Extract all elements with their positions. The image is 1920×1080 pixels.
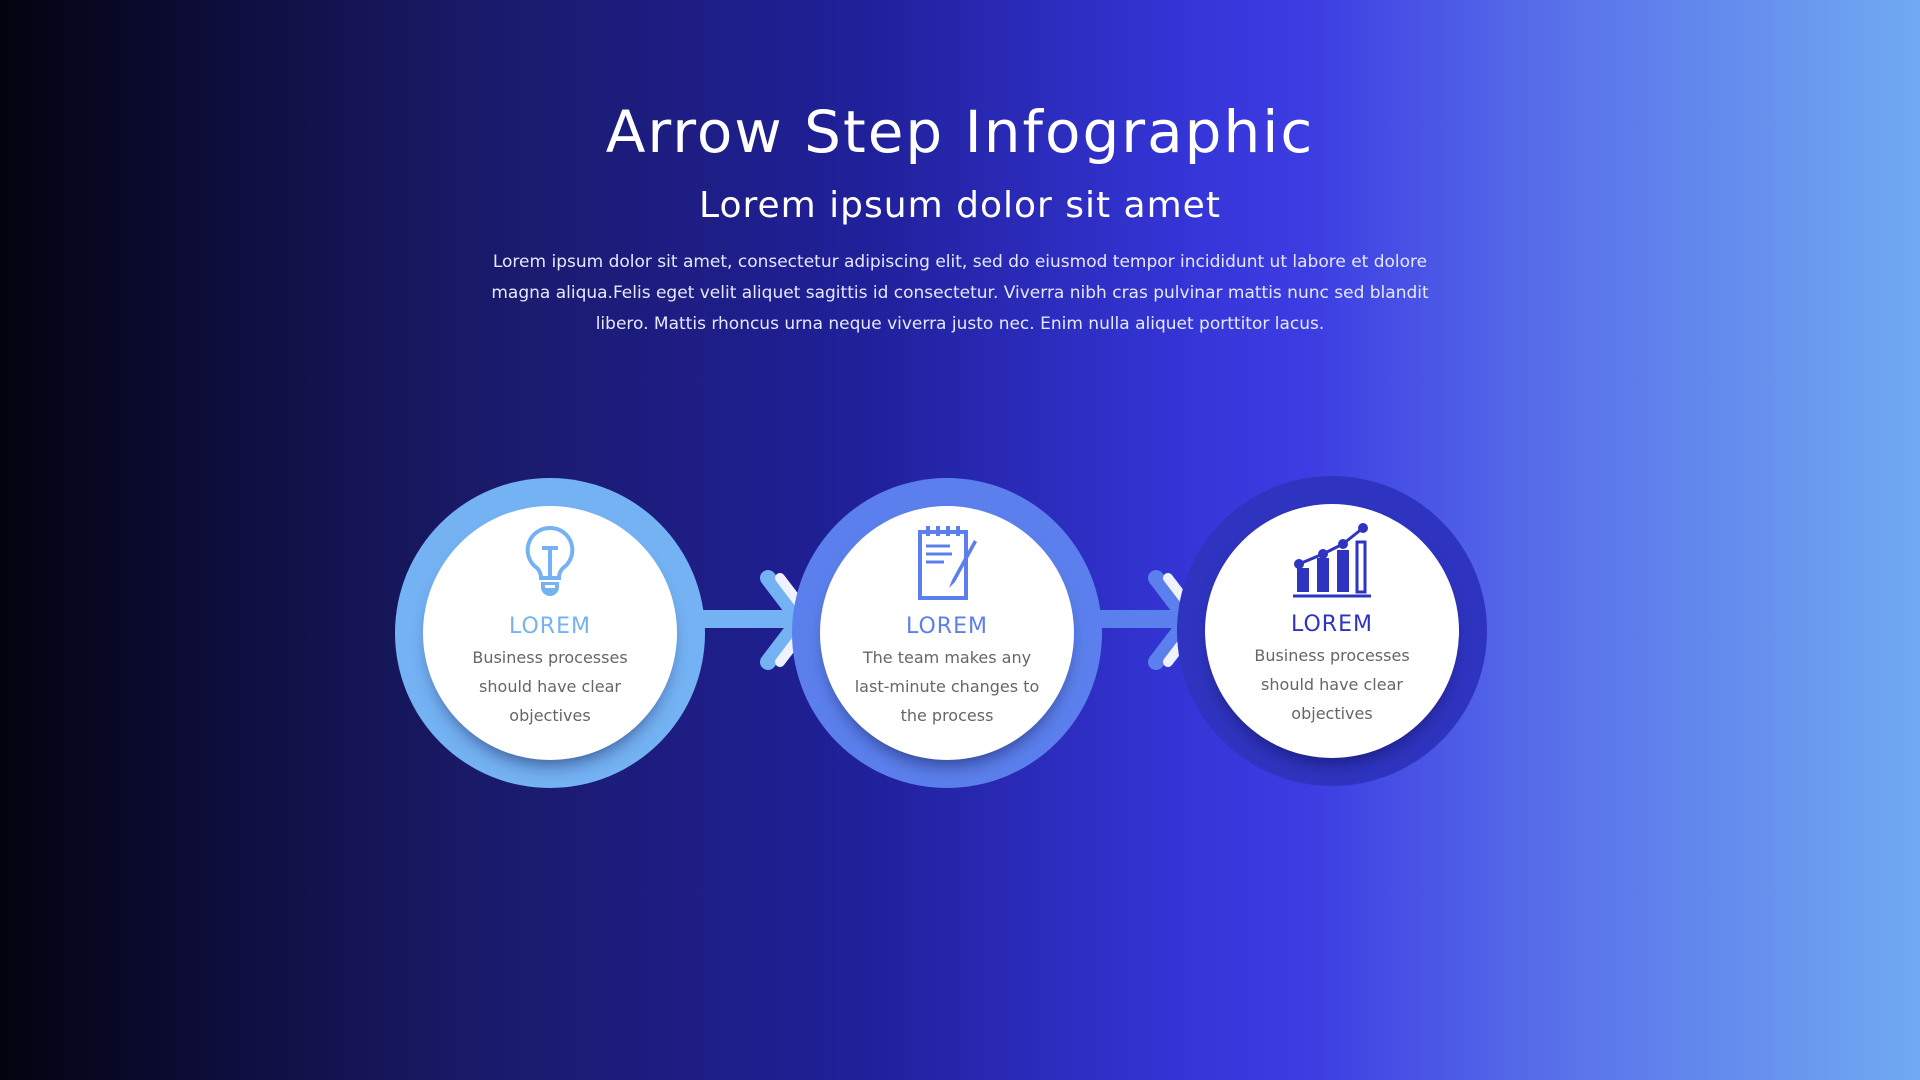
step-description: Business processes should have clear obj… — [472, 648, 628, 725]
lightbulb-icon — [525, 525, 575, 596]
step-description: Business processes should have clear obj… — [1254, 646, 1410, 723]
page-title: Arrow Step Infographic — [605, 98, 1315, 166]
step-2: LOREM The team makes any last-minute cha… — [792, 478, 1102, 788]
step-label: LOREM — [906, 614, 988, 639]
bar-chart-growth-icon — [1293, 523, 1371, 598]
step-1: LOREM Business processes should have cle… — [395, 478, 705, 788]
step-description: The team makes any last-minute changes t… — [854, 648, 1040, 725]
step-label: LOREM — [509, 614, 591, 639]
step-label: LOREM — [1291, 612, 1373, 637]
notepad-pencil-icon — [918, 526, 977, 600]
page-subtitle: Lorem ipsum dolor sit amet — [699, 185, 1221, 226]
step-3-disc: LOREM Business processes should have cle… — [1205, 504, 1459, 758]
step-3: LOREM Business processes should have cle… — [1177, 476, 1487, 786]
intro-paragraph: Lorem ipsum dolor sit amet, consectetur … — [491, 252, 1429, 334]
step-1-disc: LOREM Business processes should have cle… — [423, 506, 677, 760]
step-2-disc: LOREM The team makes any last-minute cha… — [820, 506, 1074, 760]
